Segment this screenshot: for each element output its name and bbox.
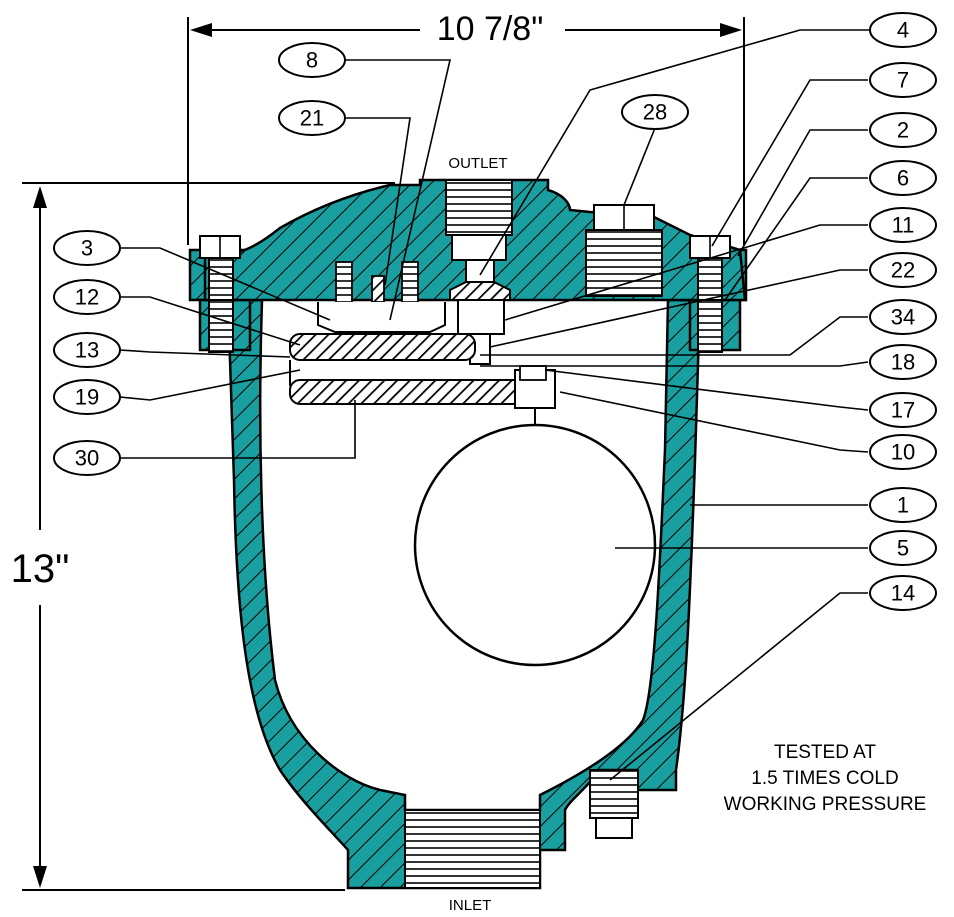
callout-14: 14: [869, 575, 937, 611]
inlet-thread: [404, 809, 541, 889]
svg-text:7: 7: [897, 68, 909, 93]
svg-text:3: 3: [81, 236, 93, 261]
callout-22: 22: [869, 252, 937, 288]
svg-text:11: 11: [892, 213, 915, 238]
cover-screws: [335, 261, 419, 307]
callout-6: 6: [869, 160, 937, 196]
svg-text:19: 19: [75, 385, 99, 410]
svg-text:17: 17: [891, 398, 915, 423]
callout-30: 30: [53, 440, 121, 476]
svg-text:28: 28: [643, 100, 667, 125]
callout-12: 12: [53, 279, 121, 315]
svg-text:21: 21: [300, 106, 324, 131]
svg-text:6: 6: [897, 166, 909, 191]
callout-21: 21: [278, 100, 346, 136]
pressure-test-note: TESTED AT 1.5 TIMES COLD WORKING PRESSUR…: [724, 742, 927, 815]
svg-text:34: 34: [891, 305, 915, 330]
svg-text:22: 22: [891, 258, 915, 283]
lever-bracket: [289, 302, 556, 430]
callout-17: 17: [869, 392, 937, 428]
orifice-assembly: [449, 259, 511, 365]
callout-2: 2: [869, 112, 937, 148]
height-dimension-label: 13": [11, 547, 70, 591]
pipe-plug-28: [585, 204, 663, 297]
drain-plug-14: [589, 769, 639, 839]
callout-3: 3: [53, 230, 121, 266]
svg-text:2: 2: [897, 118, 909, 143]
bolt-right: [689, 235, 731, 353]
svg-text:5: 5: [897, 536, 909, 561]
svg-text:18: 18: [891, 350, 915, 375]
svg-text:WORKING PRESSURE: WORKING PRESSURE: [724, 794, 927, 815]
callout-8: 8: [278, 42, 346, 78]
svg-text:1: 1: [897, 493, 909, 518]
callout-1: 1: [869, 487, 937, 523]
width-dimension: 10 7/8": [187, 10, 745, 245]
svg-text:1.5 TIMES COLD: 1.5 TIMES COLD: [751, 768, 898, 789]
callout-5: 5: [869, 530, 937, 566]
svg-text:8: 8: [306, 48, 318, 73]
leader-lines: [119, 29, 870, 781]
callout-4: 4: [869, 12, 937, 48]
callout-11: 11: [869, 207, 937, 243]
svg-text:10: 10: [891, 440, 915, 465]
svg-text:12: 12: [75, 285, 99, 310]
inlet-label: INLET: [449, 897, 492, 914]
svg-text:14: 14: [891, 581, 915, 606]
svg-text:13: 13: [75, 338, 99, 363]
height-dimension: 13": [11, 182, 395, 891]
callout-18: 18: [869, 344, 937, 380]
callout-34: 34: [869, 299, 937, 335]
svg-text:4: 4: [897, 18, 909, 43]
float-ball: [413, 423, 657, 667]
callout-7: 7: [869, 62, 937, 98]
svg-text:TESTED AT: TESTED AT: [774, 742, 876, 763]
callout-19: 19: [53, 379, 121, 415]
outlet-label: OUTLET: [448, 155, 507, 172]
callout-13: 13: [53, 332, 121, 368]
width-dimension-label: 10 7/8": [437, 10, 544, 48]
outlet-thread: [445, 179, 513, 236]
callout-28: 28: [621, 94, 689, 130]
svg-text:30: 30: [75, 446, 99, 471]
callout-10: 10: [869, 434, 937, 470]
